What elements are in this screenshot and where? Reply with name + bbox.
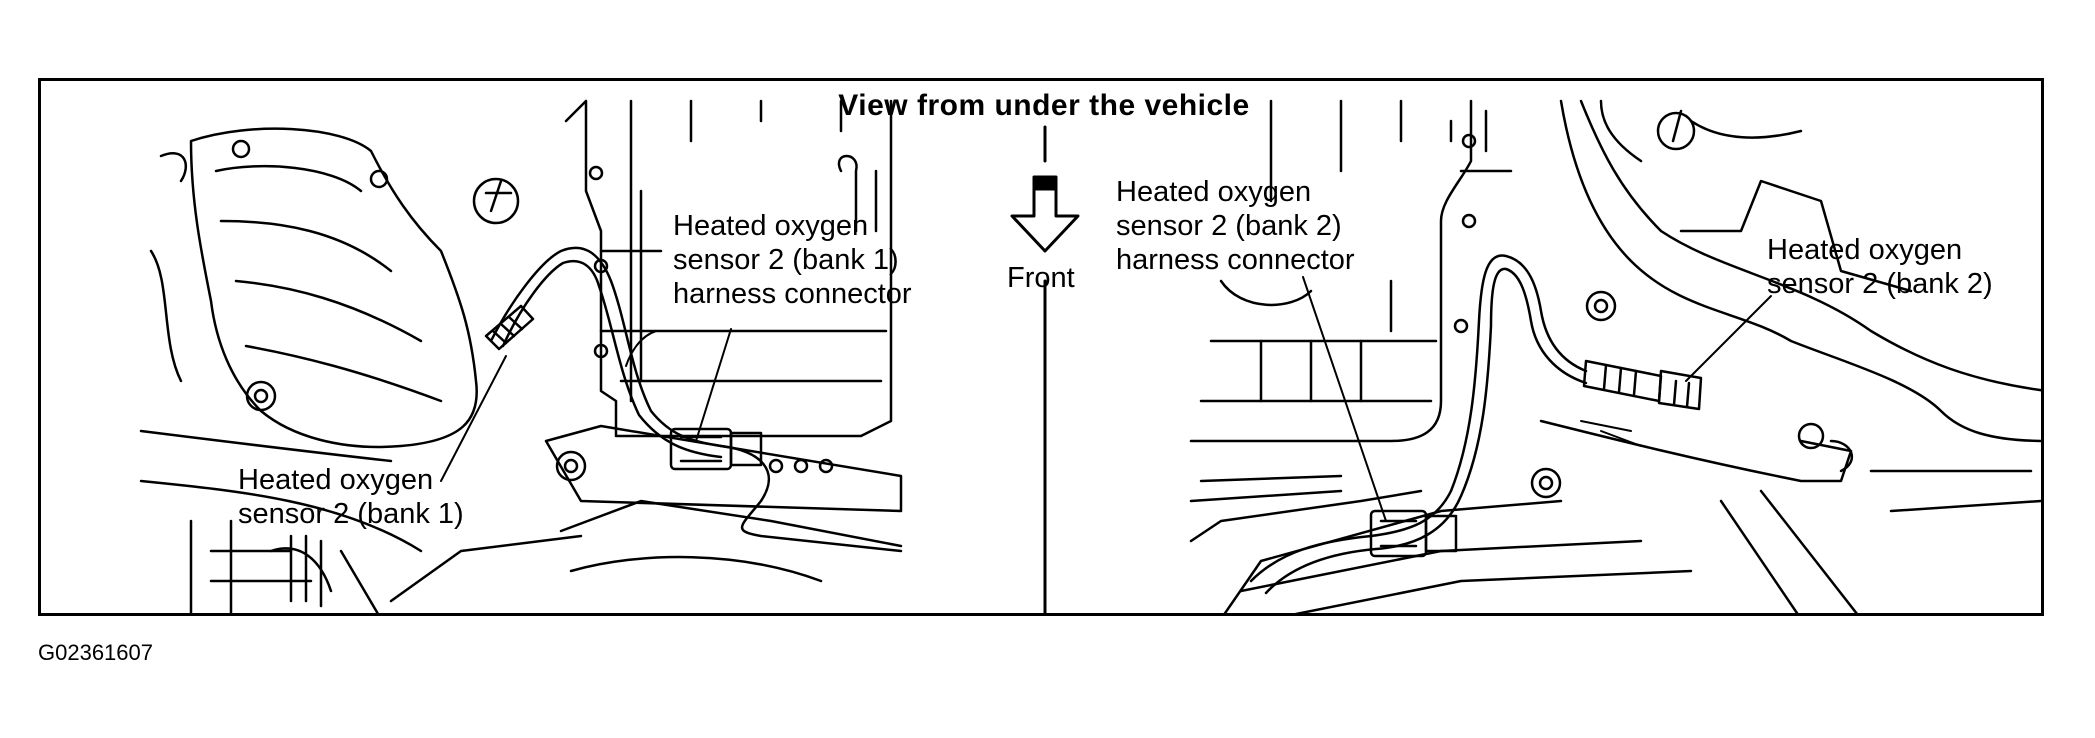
- diagram-frame: View from under the vehicle Heated oxyge…: [38, 78, 2044, 616]
- diagram-illustration: [139, 99, 2041, 613]
- right-panel-drawing: [1189, 99, 2041, 613]
- diagram-title: View from under the vehicle: [838, 89, 1250, 122]
- bank2-harness-wire: [1249, 254, 1588, 583]
- catalytic-converter: [189, 127, 478, 449]
- bank2-connector-shape: [1369, 509, 1458, 558]
- callout-bank2-sensor: Heated oxygen sensor 2 (bank 2): [1767, 234, 1993, 300]
- figure-id: G02361607: [38, 640, 153, 665]
- bank1-harness-wire: [489, 246, 903, 553]
- oil-pan: [564, 99, 893, 438]
- center-divider: [1010, 125, 1080, 613]
- bank1-connector-shape: [669, 427, 763, 471]
- left-panel-drawing: [139, 99, 903, 613]
- bank2-sensor-shape: [1582, 359, 1703, 411]
- front-arrow-icon: [1010, 175, 1080, 253]
- oil-pan-right: [1189, 99, 1473, 443]
- callout-bank2-harness-connector: Heated oxygen sensor 2 (bank 2) harness …: [1116, 176, 1355, 276]
- callout-bank1-sensor: Heated oxygen sensor 2 (bank 1): [238, 464, 464, 530]
- callout-bank1-harness-connector: Heated oxygen sensor 2 (bank 1) harness …: [673, 210, 912, 310]
- exhaust-pipe-right: [1559, 99, 2041, 443]
- front-direction-label: Front: [1007, 262, 1075, 294]
- bank1-sensor-shape: [484, 304, 535, 351]
